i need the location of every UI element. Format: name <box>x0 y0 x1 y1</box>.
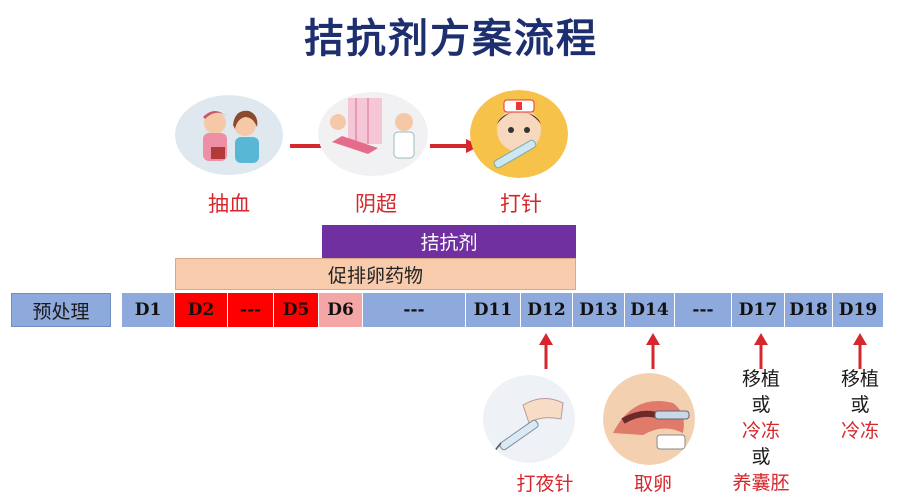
timeline-cell-d17: D17 <box>732 293 785 327</box>
timeline-cell-d19: D19 <box>833 293 883 327</box>
blood-draw-illustration <box>175 95 283 175</box>
ovulation-drugs-bar: 促排卵药物 <box>175 258 576 290</box>
event-line: 移植 <box>840 368 879 390</box>
up-arrow-icon <box>853 333 867 369</box>
up-arrow-icon <box>646 333 660 369</box>
timeline-cell-gap: --- <box>228 293 274 327</box>
event-line: 或 <box>850 394 870 416</box>
nurse-injection-illustration <box>470 90 568 178</box>
timeline-cell-d14: D14 <box>625 293 675 327</box>
day-timeline: D1 D2 --- D5 D6 --- D11 D12 D13 D14 --- … <box>122 293 883 327</box>
ultrasound-illustration <box>318 92 428 176</box>
egg-retrieval-illustration <box>603 373 695 465</box>
page-title: 拮抗剂方案流程 <box>304 16 598 62</box>
timeline-cell-d18: D18 <box>785 293 833 327</box>
timeline-cell-d5: D5 <box>274 293 319 327</box>
trigger-shot-illustration <box>483 375 575 463</box>
timeline-cell-d12: D12 <box>521 293 573 327</box>
pretreatment-box: 预处理 <box>11 293 111 327</box>
event-line: 打夜针 <box>516 473 574 495</box>
event-line: 养囊胚 <box>732 472 790 494</box>
timeline-cell-gap: --- <box>363 293 466 327</box>
event-line: 冷冻 <box>840 420 879 442</box>
event-label-d14: 取卵 <box>613 471 693 497</box>
timeline-cell-d6: D6 <box>319 293 363 327</box>
event-label-d19: 移植 或 冷冻 <box>820 366 900 444</box>
event-line: 或 <box>751 446 771 468</box>
step-label-injection: 打针 <box>500 192 542 216</box>
up-arrow-icon <box>754 333 768 369</box>
event-line: 或 <box>751 394 771 416</box>
up-arrow-icon <box>539 333 553 369</box>
timeline-cell-d1: D1 <box>122 293 175 327</box>
event-line: 冷冻 <box>741 420 780 442</box>
step-label-blood-draw: 抽血 <box>208 192 250 216</box>
timeline-cell-d2: D2 <box>175 293 228 327</box>
event-label-d17: 移植 或 冷冻 或 养囊胚 <box>715 366 807 496</box>
event-label-d12: 打夜针 <box>505 471 585 497</box>
antagonist-bar: 拮抗剂 <box>322 225 576 258</box>
timeline-cell-d11: D11 <box>466 293 521 327</box>
event-line: 移植 <box>741 368 780 390</box>
timeline-cell-gap: --- <box>675 293 732 327</box>
timeline-cell-d13: D13 <box>573 293 625 327</box>
event-line: 取卵 <box>633 473 672 495</box>
step-label-ultrasound: 阴超 <box>355 192 397 216</box>
